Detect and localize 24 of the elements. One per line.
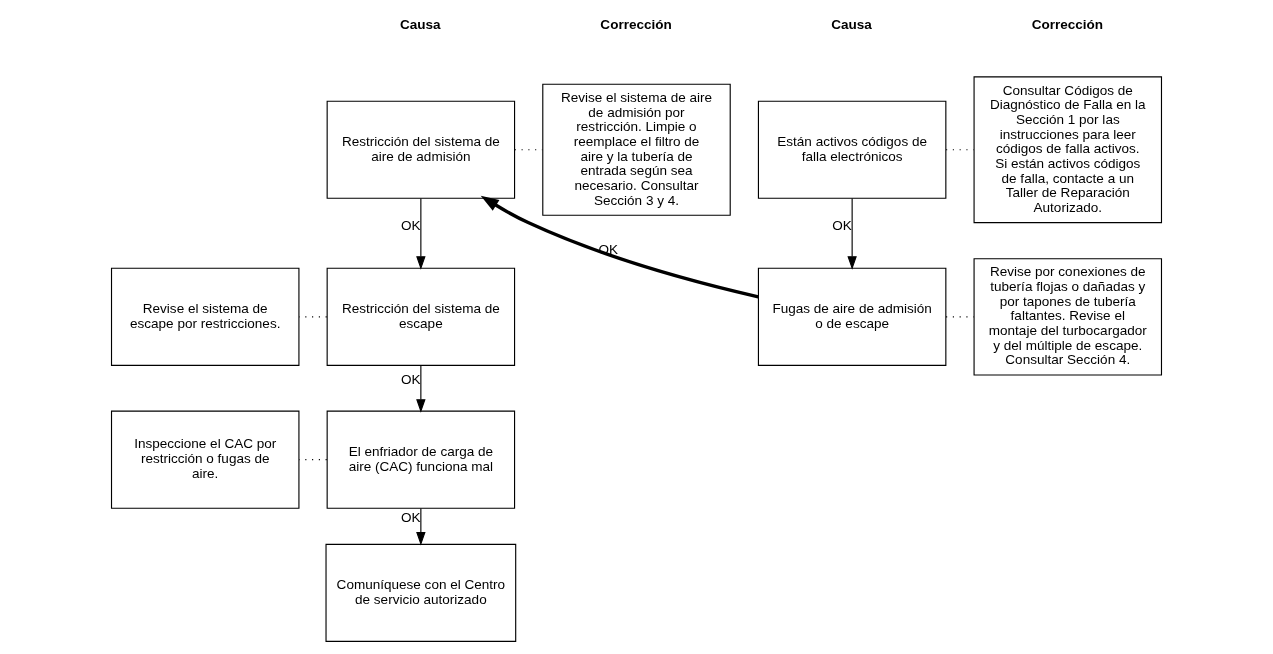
node-box: Consultar Códigos de Diagnóstico de Falla en la Sección 1 por las instrucciones para leer códigos de falla activos. Si están activos códigos de falla, contacte a un Taller de Reparación Autorizado. xyxy=(973,76,1163,224)
label: Causa xyxy=(831,17,872,33)
edge-label: OK xyxy=(832,217,852,233)
node-box: Fugas de aire de admisión o de escape xyxy=(757,267,947,366)
arrow xyxy=(416,365,426,413)
node-box: Inspeccione el CAC por restricción o fugas de aire. xyxy=(110,410,300,509)
node-box: Revise por conexiones de tubería flojas o dañadas y por tapones de tubería faltantes. Revise el montaje del turbocargador y del múltiple de escape. Consultar Sección 4. xyxy=(973,258,1163,376)
node-box: El enfriador de carga de aire (CAC) funciona mal xyxy=(326,410,516,509)
arrow xyxy=(416,507,426,546)
node-box: Revise el sistema de aire de admisión por restricción. Limpie o reemplace el filtro de aire y la tubería de entrada según sea necesario. Consultar Sección 3 y 4. xyxy=(542,83,731,216)
node-box: Restricción del sistema de escape xyxy=(326,267,516,366)
arrow xyxy=(847,198,857,270)
label: Corrección xyxy=(600,17,672,33)
arrow xyxy=(480,195,759,299)
edge-label: OK xyxy=(400,372,421,388)
node-box: Están activos códigos de falla electrónicos xyxy=(757,100,947,199)
label: Corrección xyxy=(1031,17,1104,33)
node-box: Comuníquese con el Centro de servicio autorizado xyxy=(325,543,517,642)
node-box: Revise el sistema de escape por restricciones. xyxy=(110,267,300,366)
edge-label: OK xyxy=(400,217,421,233)
arrow xyxy=(416,198,426,270)
label: Causa xyxy=(399,17,441,33)
node-box: Restricción del sistema de aire de admisión xyxy=(326,100,516,199)
edge-label: OK xyxy=(400,510,421,526)
